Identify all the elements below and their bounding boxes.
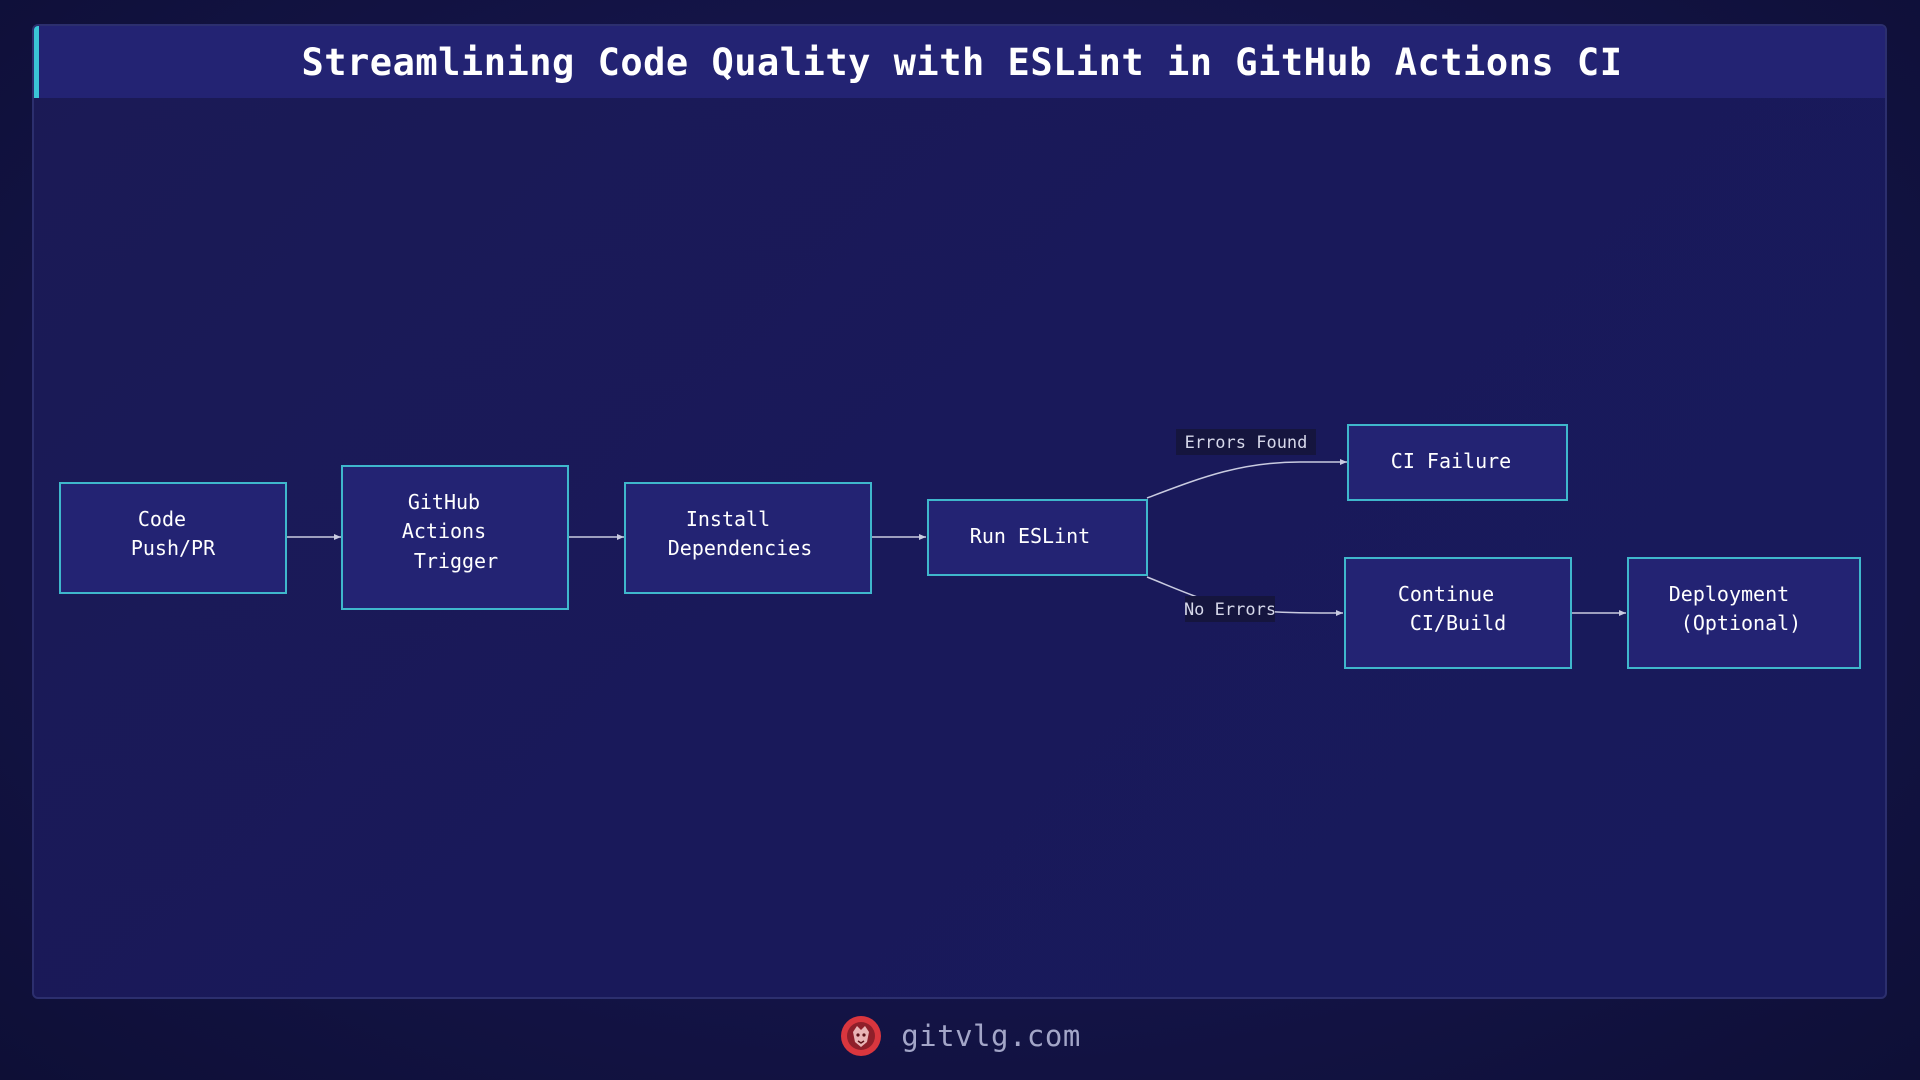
node-ci-failure: CI Failure	[1347, 424, 1568, 501]
svg-text:Install Dependencies: Install Dependencies	[668, 507, 813, 560]
node-install-dependencies: Install Dependencies	[624, 482, 872, 594]
lion-head-icon[interactable]	[839, 1014, 883, 1058]
node-continue-ci-build: Continue CI/Build	[1344, 557, 1572, 669]
node-code-push: Code Push/PR	[59, 482, 287, 594]
svg-text:Code Push/PR: Code Push/PR	[131, 507, 216, 560]
svg-text:Deployment (Optional): Deployment (Optional)	[1669, 582, 1801, 635]
svg-text:CI Failure: CI Failure	[1391, 449, 1511, 473]
edge-eslint-to-failure	[1146, 459, 1347, 499]
edge-label-errors-found: Errors Found	[1176, 429, 1316, 455]
footer: gitvlg.com	[0, 1008, 1920, 1064]
svg-text:GitHub Actions Tri: GitHub Actions Trigger	[402, 490, 498, 573]
svg-text:Errors Found: Errors Found	[1185, 433, 1308, 453]
node-github-actions-trigger: GitHub Actions Trigger	[341, 465, 569, 610]
page-title: Streamlining Code Quality with ESLint in…	[301, 40, 1623, 84]
title-bar: Streamlining Code Quality with ESLint in…	[34, 26, 1885, 98]
edge-label-no-errors: No Errors	[1184, 596, 1276, 622]
svg-text:No Errors: No Errors	[1184, 600, 1276, 620]
node-deployment: Deployment (Optional)	[1627, 557, 1861, 669]
node-run-eslint: Run ESLint	[927, 499, 1148, 576]
svg-text:Run ESLint: Run ESLint	[970, 524, 1090, 548]
svg-text:Continue CI/Build: Continue CI/Build	[1398, 582, 1506, 635]
footer-site-link[interactable]: gitvlg.com	[901, 1019, 1081, 1053]
